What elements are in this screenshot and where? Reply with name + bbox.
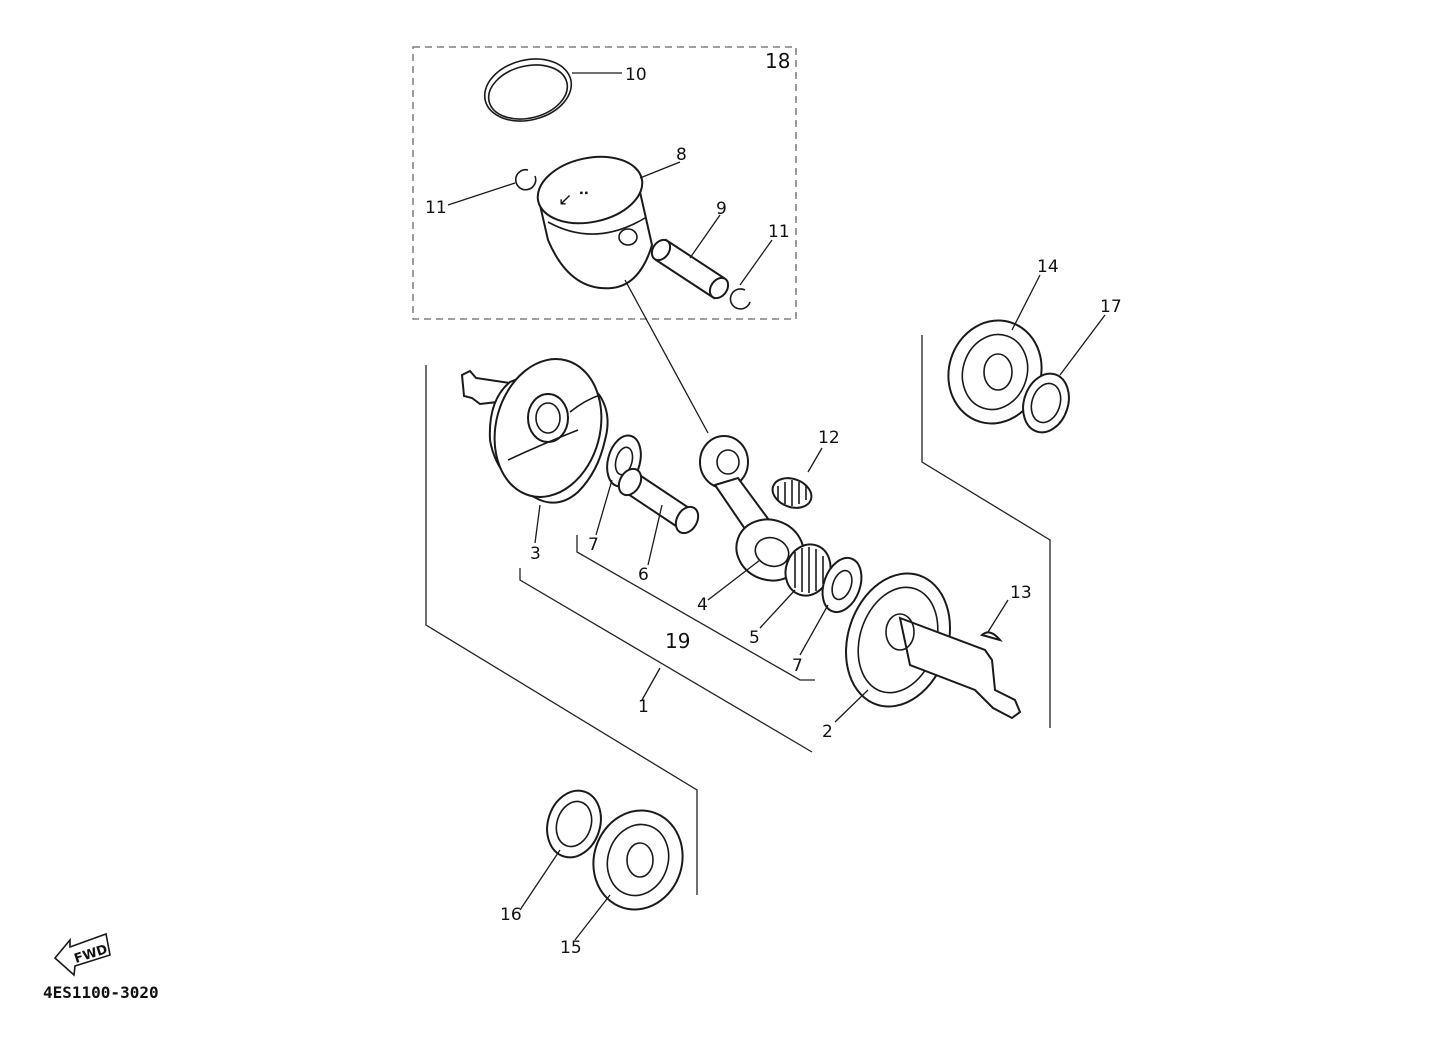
thrust-washer-right xyxy=(821,556,863,614)
crank-right xyxy=(845,572,1022,720)
callout-5: 5 xyxy=(749,628,760,648)
callout-15: 15 xyxy=(560,938,582,958)
callout-14: 14 xyxy=(1037,257,1059,277)
callout-11-right: 11 xyxy=(768,222,790,242)
bracket-1 xyxy=(519,568,813,753)
oil-seal-left xyxy=(546,789,602,859)
assembly-line-right xyxy=(921,335,1051,728)
svg-text:↙ ⠉: ↙ ⠉ xyxy=(558,190,590,210)
callout-9: 9 xyxy=(716,199,727,219)
woodruff-key xyxy=(979,631,1003,642)
forward-arrow-icon: FWD xyxy=(53,932,111,977)
callout-18: 18 xyxy=(765,49,790,73)
leader-lines xyxy=(447,72,1106,941)
circlip-right xyxy=(729,288,751,310)
bracket-19 xyxy=(576,535,815,681)
assembly-line-left xyxy=(425,365,698,895)
small-end-bearing xyxy=(771,477,813,509)
callout-3: 3 xyxy=(530,544,541,564)
crank-left xyxy=(460,358,609,504)
callout-17: 17 xyxy=(1100,297,1122,317)
bearing-left xyxy=(592,809,684,911)
callout-16: 16 xyxy=(500,905,522,925)
piston-kit-group-box xyxy=(412,46,797,320)
oil-seal-right xyxy=(1022,372,1070,434)
callout-13: 13 xyxy=(1010,583,1032,603)
callout-19: 19 xyxy=(665,629,690,653)
callout-12: 12 xyxy=(818,428,840,448)
callout-10: 10 xyxy=(625,65,647,85)
crank-pin xyxy=(617,467,700,535)
callout-4: 4 xyxy=(697,595,708,615)
circlip-left xyxy=(514,168,537,191)
diagram-code: 4ES1100-3020 xyxy=(43,983,159,1002)
callout-7-right: 7 xyxy=(792,656,803,676)
callout-8: 8 xyxy=(676,145,687,165)
callout-1: 1 xyxy=(638,697,649,717)
callout-7-left: 7 xyxy=(588,535,599,555)
callout-2: 2 xyxy=(822,722,833,742)
piston: ↙ ⠉ xyxy=(536,155,654,290)
piston-ring xyxy=(483,58,573,122)
piston-pin xyxy=(650,238,730,300)
callout-6: 6 xyxy=(638,565,649,585)
callout-11-left: 11 xyxy=(425,198,447,218)
svg-text:FWD: FWD xyxy=(73,942,110,967)
